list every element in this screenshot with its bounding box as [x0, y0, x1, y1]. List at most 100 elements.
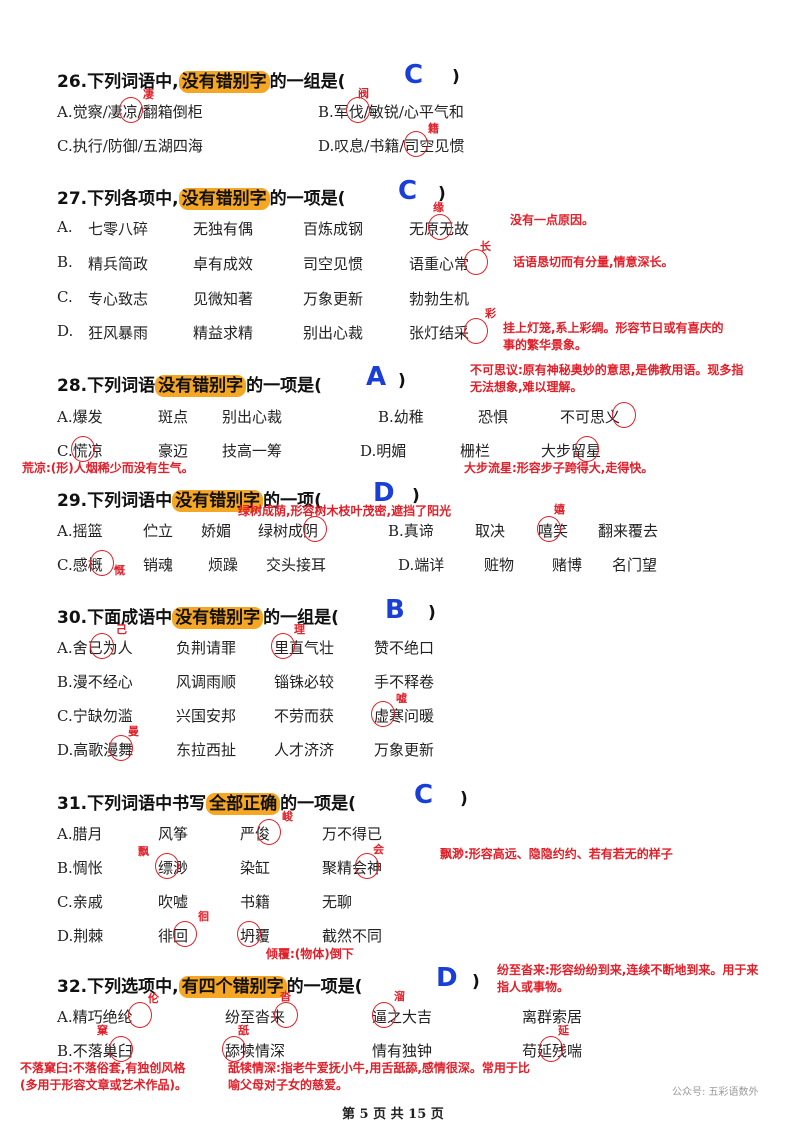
q31-note-b: 飘渺:形容高远、隐隐约约、若有若无的样子 [440, 847, 673, 861]
q32-circle-a3 [372, 1002, 396, 1028]
q29-c-3: 烦躁 [208, 556, 239, 574]
q29-a-1: A.摇篮 [57, 522, 103, 540]
q28-d-1: D.明媚 [360, 442, 407, 460]
q27-note-d: 挂上灯笼,系上彩绸。形容节日或有喜庆的事的繁华景象。 [503, 321, 724, 352]
q29-mark-b: 嬉 [554, 503, 565, 516]
q28-stem: 28.下列词语没有错别字的一项是( [57, 375, 322, 397]
q31-b-3: 染缸 [240, 859, 271, 877]
q29-d-4: 名门望 [612, 556, 658, 574]
q31-c-2: 吹嘘 [158, 893, 189, 911]
q28-c-2: 豪迈 [158, 442, 189, 460]
q26-circle-b [346, 97, 370, 123]
q26-highlight: 没有错别字 [178, 71, 270, 93]
q29-mark-c: 慨 [114, 564, 125, 577]
q26-mark-a: 凄 [143, 88, 154, 101]
q30-a-2: 负荆请罪 [176, 639, 237, 657]
q32-a-4: 离群索居 [522, 1008, 583, 1026]
q31-highlight: 全部正确 [206, 793, 281, 815]
q29-a-3: 娇媚 [201, 522, 232, 540]
q29-answer: D [373, 478, 395, 508]
q27-b-1: 精兵简政 [88, 255, 149, 273]
q29-circle-a [303, 516, 327, 542]
q30-c-2: 兴国安邦 [176, 707, 237, 725]
q27-d-label: D. [57, 322, 74, 340]
q28-circle-d [575, 436, 599, 462]
q30-mark-a3: 理 [294, 623, 305, 636]
q27-mark-b: 长 [480, 240, 491, 253]
q27-d-1: 狂风暴雨 [88, 324, 149, 342]
q29-note-a: 绿树成荫,形容树木枝叶茂密,遮挡了阳光 [238, 504, 452, 518]
q31-mark-b2: 飘 [138, 845, 149, 858]
q30-b-3: 锱铢必较 [274, 673, 335, 691]
q30-circle-a3 [271, 633, 295, 659]
q27-circle-b [464, 249, 488, 275]
q27-a-label: A. [57, 218, 73, 236]
q29-d-2: 赃物 [484, 556, 515, 574]
q30-answer: B [385, 595, 405, 625]
q32-mark-b2: 舐 [238, 1024, 249, 1037]
q30-highlight: 没有错别字 [172, 607, 264, 629]
q31-mark-a3: 峻 [282, 810, 293, 823]
q32-mark-b4: 延 [558, 1024, 569, 1037]
q27-c-3: 万象更新 [303, 290, 364, 308]
q32-note-b: 纷至沓来:形容纷纷到来,连续不断地到来。用于来指人或事物。 [497, 963, 759, 994]
q30-b-2: 风调雨顺 [176, 673, 237, 691]
q29-c-2: 销魂 [143, 556, 174, 574]
q26-stem: 26.下列词语中,没有错别字的一组是( [57, 71, 346, 93]
q27-note-a: 没有一点原因。 [510, 213, 595, 227]
q31-c-1: C.亲戚 [57, 893, 103, 911]
q29-close-paren: ) [412, 486, 420, 506]
q31-mark-d2: 徊 [198, 910, 209, 923]
q31-circle-d3 [237, 921, 261, 947]
q27-b-label: B. [57, 253, 73, 271]
q31-c-4: 无聊 [322, 893, 353, 911]
q27-close-paren: ) [438, 184, 446, 204]
q29-b-4: 翻来覆去 [598, 522, 659, 540]
q26-circle-d [404, 131, 428, 157]
q28-answer: A [366, 362, 387, 392]
q27-b-3: 司空见惯 [303, 255, 364, 273]
q30-circle-c4 [371, 701, 395, 727]
q27-a-2: 无独有偶 [193, 220, 254, 238]
q31-circle-d2 [173, 921, 197, 947]
q32-b-3: 情有独钟 [372, 1042, 433, 1060]
q31-mark-b4: 会 [373, 843, 384, 856]
q26-close-paren: ) [452, 67, 460, 87]
q26-answer: C [404, 60, 424, 90]
q32-a-1: A.精巧绝纶 [57, 1008, 133, 1026]
q26-option-d: D.叹息/书籍/司空见惯 [318, 137, 465, 155]
q27-stem: 27.下列各项中,没有错别字的一项是( [57, 188, 346, 210]
q27-b-4: 语重心常 [409, 255, 470, 273]
q32-mark-a3: 溜 [394, 990, 405, 1003]
q31-stem: 31.下列词语中书写全部正确的一项是( [57, 793, 356, 815]
q32-close-paren: ) [472, 972, 480, 992]
q27-d-4: 张灯结采 [409, 324, 470, 342]
q31-note-d: 倾覆:(物体)倒下 [266, 947, 354, 961]
q26-circle-a [119, 97, 143, 123]
q30-mark-a1: 己 [116, 623, 127, 636]
q29-d-1: D.端详 [398, 556, 445, 574]
q28-a-3: 别出心裁 [222, 408, 283, 426]
q28-b-3: 不可思义 [560, 408, 621, 426]
q26-mark-d: 籍 [428, 122, 439, 135]
q30-mark-d1: 曼 [128, 725, 139, 738]
q29-circle-b [537, 516, 561, 542]
q28-b-2: 恐惧 [478, 408, 509, 426]
q27-c-2: 见微知著 [193, 290, 254, 308]
q29-d-3: 赌博 [552, 556, 583, 574]
q31-d-4: 截然不同 [322, 927, 383, 945]
q28-close-paren: ) [398, 371, 406, 391]
q30-d-4: 万象更新 [374, 741, 435, 759]
q26-option-c: C.执行/防御/五湖四海 [57, 137, 203, 155]
q26-option-b: B.军伐/敏锐/心平气和 [318, 103, 464, 121]
q28-note-c: 荒凉:(形)人烟稀少而没有生气。 [22, 461, 194, 475]
q32-note-b2: 舐犊情深:指老牛爱抚小牛,用舌舐舔,感情很深。常用于比喻父母对子女的慈爱。 [228, 1061, 530, 1092]
q29-highlight: 没有错别字 [172, 490, 264, 512]
q30-c-1: C.宁缺勿滥 [57, 707, 133, 725]
q27-a-1: 七零八碎 [88, 220, 149, 238]
q30-circle-d1 [109, 735, 133, 761]
q32-circle-b2 [222, 1036, 246, 1062]
q31-a-2: 风筝 [158, 825, 189, 843]
q27-d-3: 别出心裁 [303, 324, 364, 342]
q31-a-1: A.腊月 [57, 825, 103, 843]
